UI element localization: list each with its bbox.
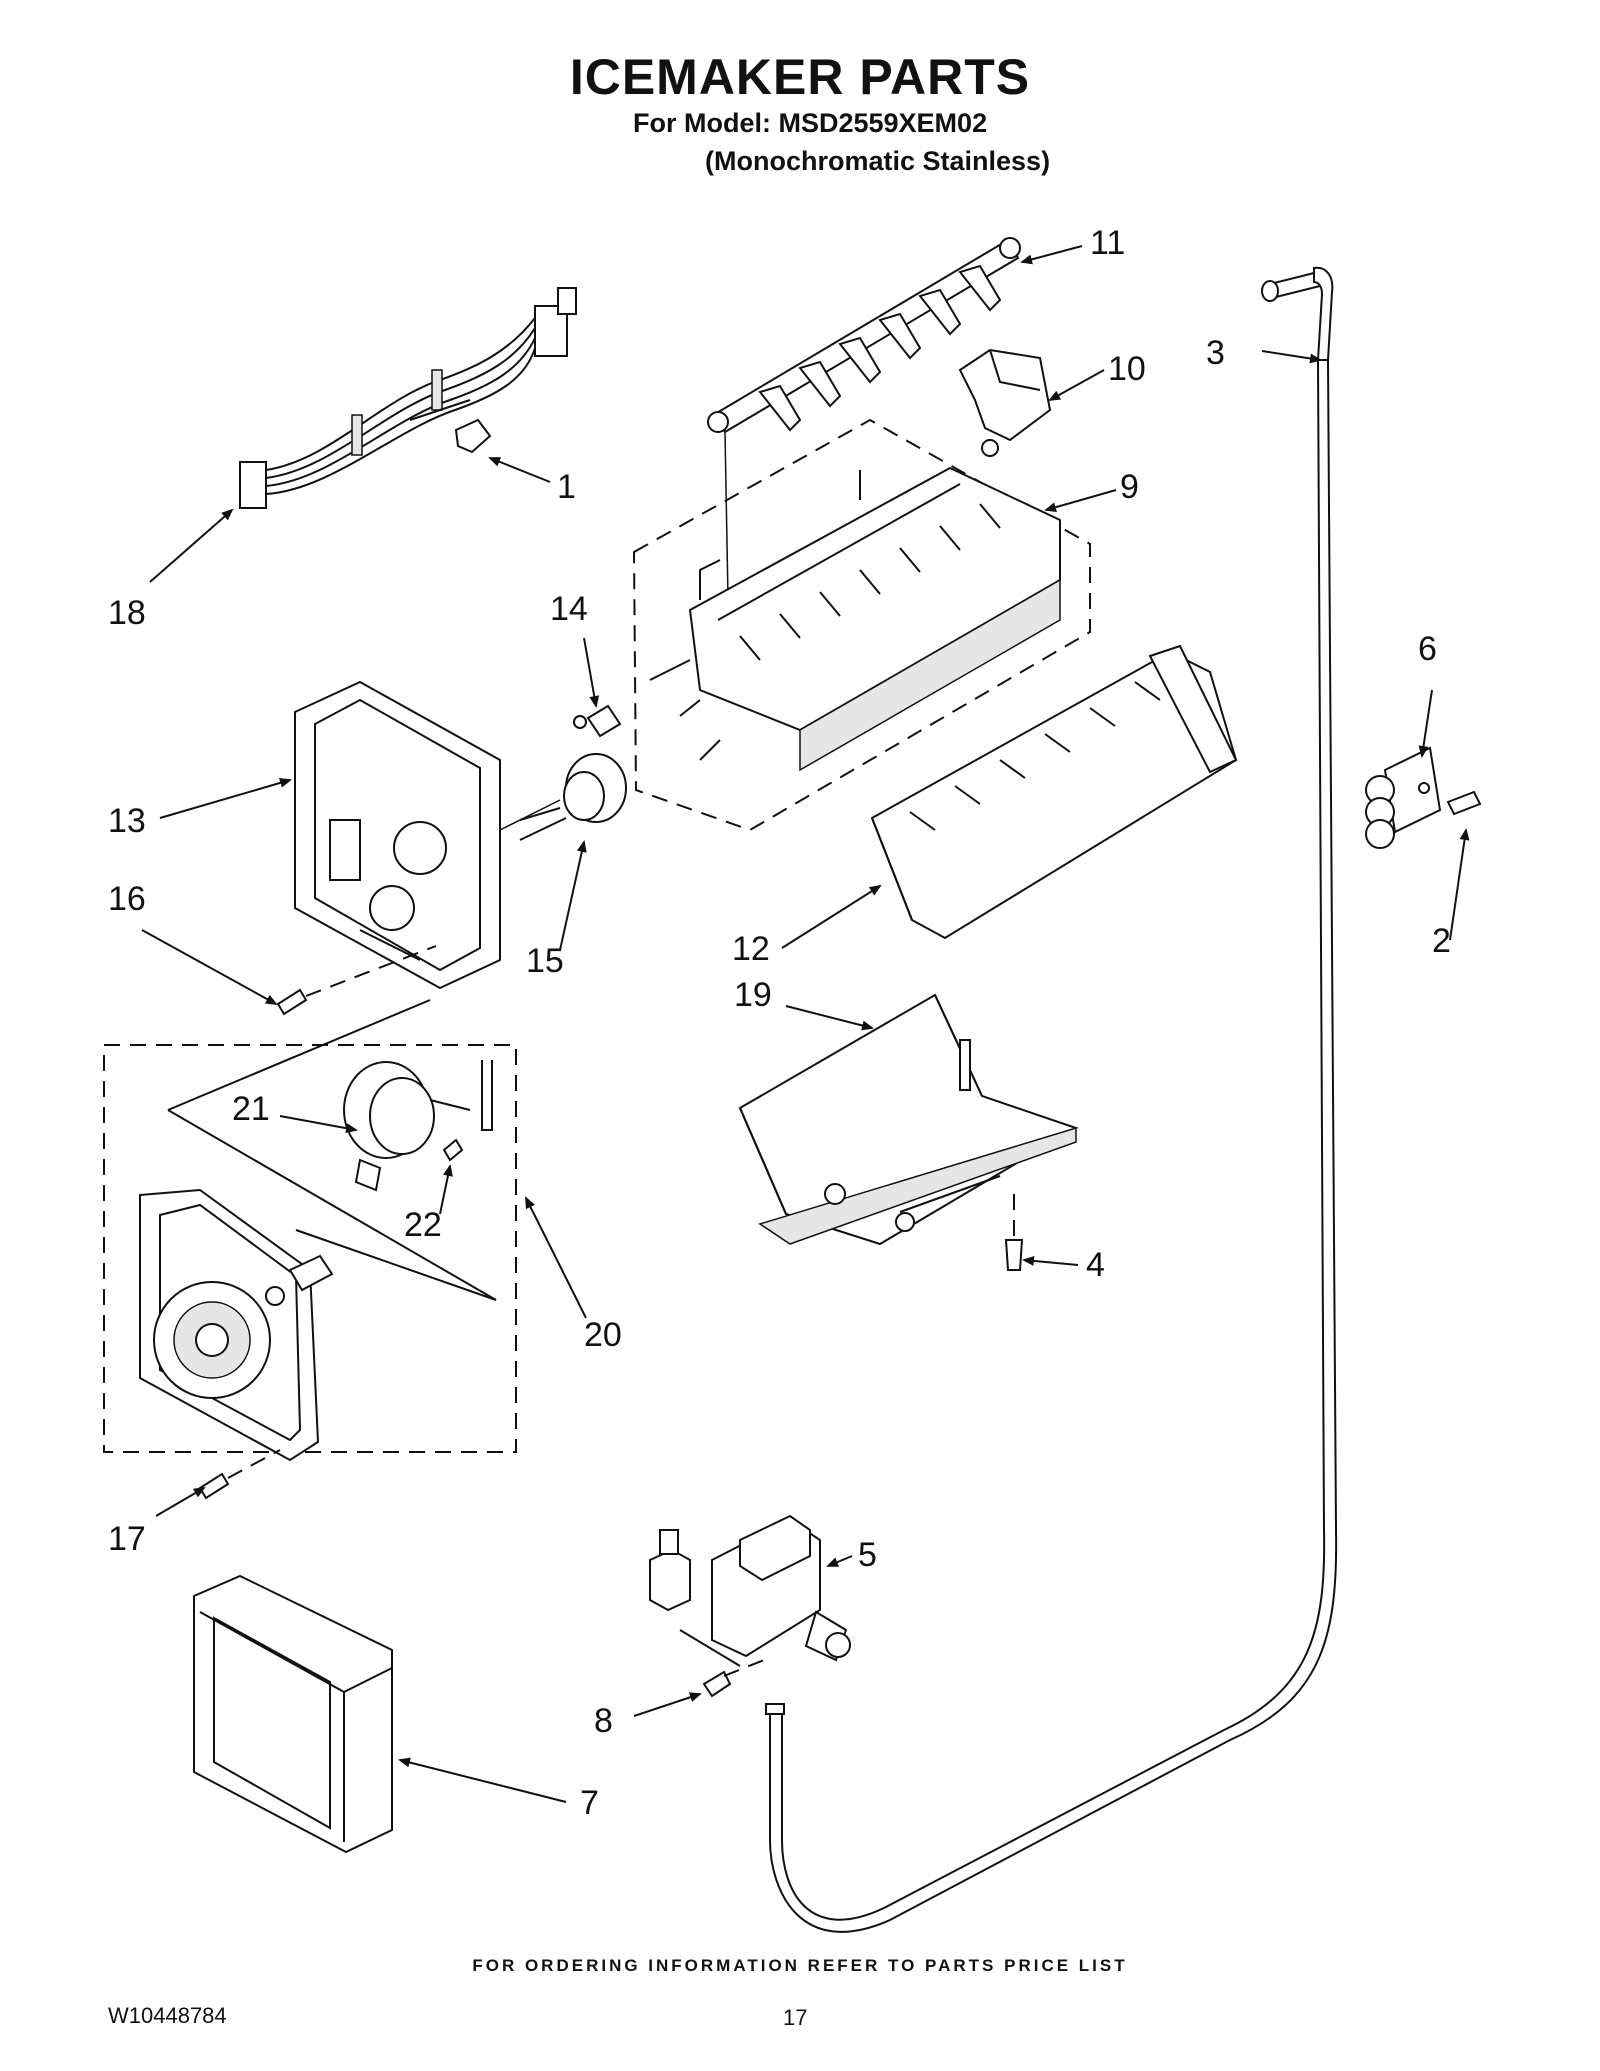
bearing-part (958, 348, 1052, 457)
housing-part (294, 680, 501, 990)
harness-clip-part (454, 418, 492, 454)
motor-screw-part (442, 1138, 464, 1162)
callout-18: 18 (108, 594, 146, 632)
variant-line: (Monochromatic Stainless) (705, 146, 1051, 176)
motor-part (343, 1060, 493, 1192)
thermostat-part (499, 753, 627, 841)
module-screw-part (198, 1449, 281, 1500)
callout-13: 13 (108, 802, 146, 840)
callout-20: 20 (584, 1316, 622, 1354)
callout-6: 6 (1418, 630, 1437, 668)
thermostat-clip-part (573, 704, 622, 738)
callout-12: 12 (732, 930, 770, 968)
callout-1: 1 (557, 468, 576, 506)
foam-pad-part (193, 1574, 393, 1854)
housing-screw-part (276, 945, 437, 1016)
valve-screw-part (702, 1659, 765, 1698)
callout-11: 11 (1090, 224, 1126, 262)
ice-ejector-part (707, 237, 1021, 434)
mold-cover-part (738, 993, 1079, 1246)
callout-22: 22 (404, 1206, 442, 1244)
document-id: W10448784 (108, 2003, 227, 2028)
callout-16: 16 (108, 880, 146, 918)
callout-8: 8 (594, 1702, 613, 1740)
callout-17: 17 (108, 1520, 146, 1558)
water-valve-part (649, 1514, 851, 1667)
callout-19: 19 (734, 976, 772, 1014)
callout-10: 10 (1108, 350, 1146, 388)
callout-4: 4 (1086, 1246, 1105, 1284)
page-number: 17 (783, 2005, 808, 2030)
fill-tube-part (765, 266, 1338, 1933)
ice-stripper-part (870, 644, 1238, 940)
module-motor-part (103, 999, 517, 1462)
mold-heater-part (632, 418, 1091, 832)
leader-arrows (141, 245, 1470, 1803)
page-title: ICEMAKER PARTS (569, 49, 1031, 105)
tube-bracket-part (1365, 746, 1442, 849)
callout-14: 14 (550, 590, 588, 628)
callout-3: 3 (1206, 334, 1225, 372)
model-line: For Model: MSD2559XEM02 (633, 108, 988, 138)
callout-5: 5 (858, 1536, 877, 1574)
callout-7: 7 (580, 1784, 599, 1822)
cover-screw-part (1004, 1194, 1024, 1271)
callout-15: 15 (526, 942, 564, 980)
callout-9: 9 (1120, 468, 1139, 506)
callout-2: 2 (1432, 922, 1451, 960)
ordering-note: FOR ORDERING INFORMATION REFER TO PARTS … (472, 1956, 1128, 1975)
bracket-screw-part (1446, 790, 1482, 816)
callout-21: 21 (232, 1090, 270, 1128)
wire-harness-part (239, 287, 577, 509)
